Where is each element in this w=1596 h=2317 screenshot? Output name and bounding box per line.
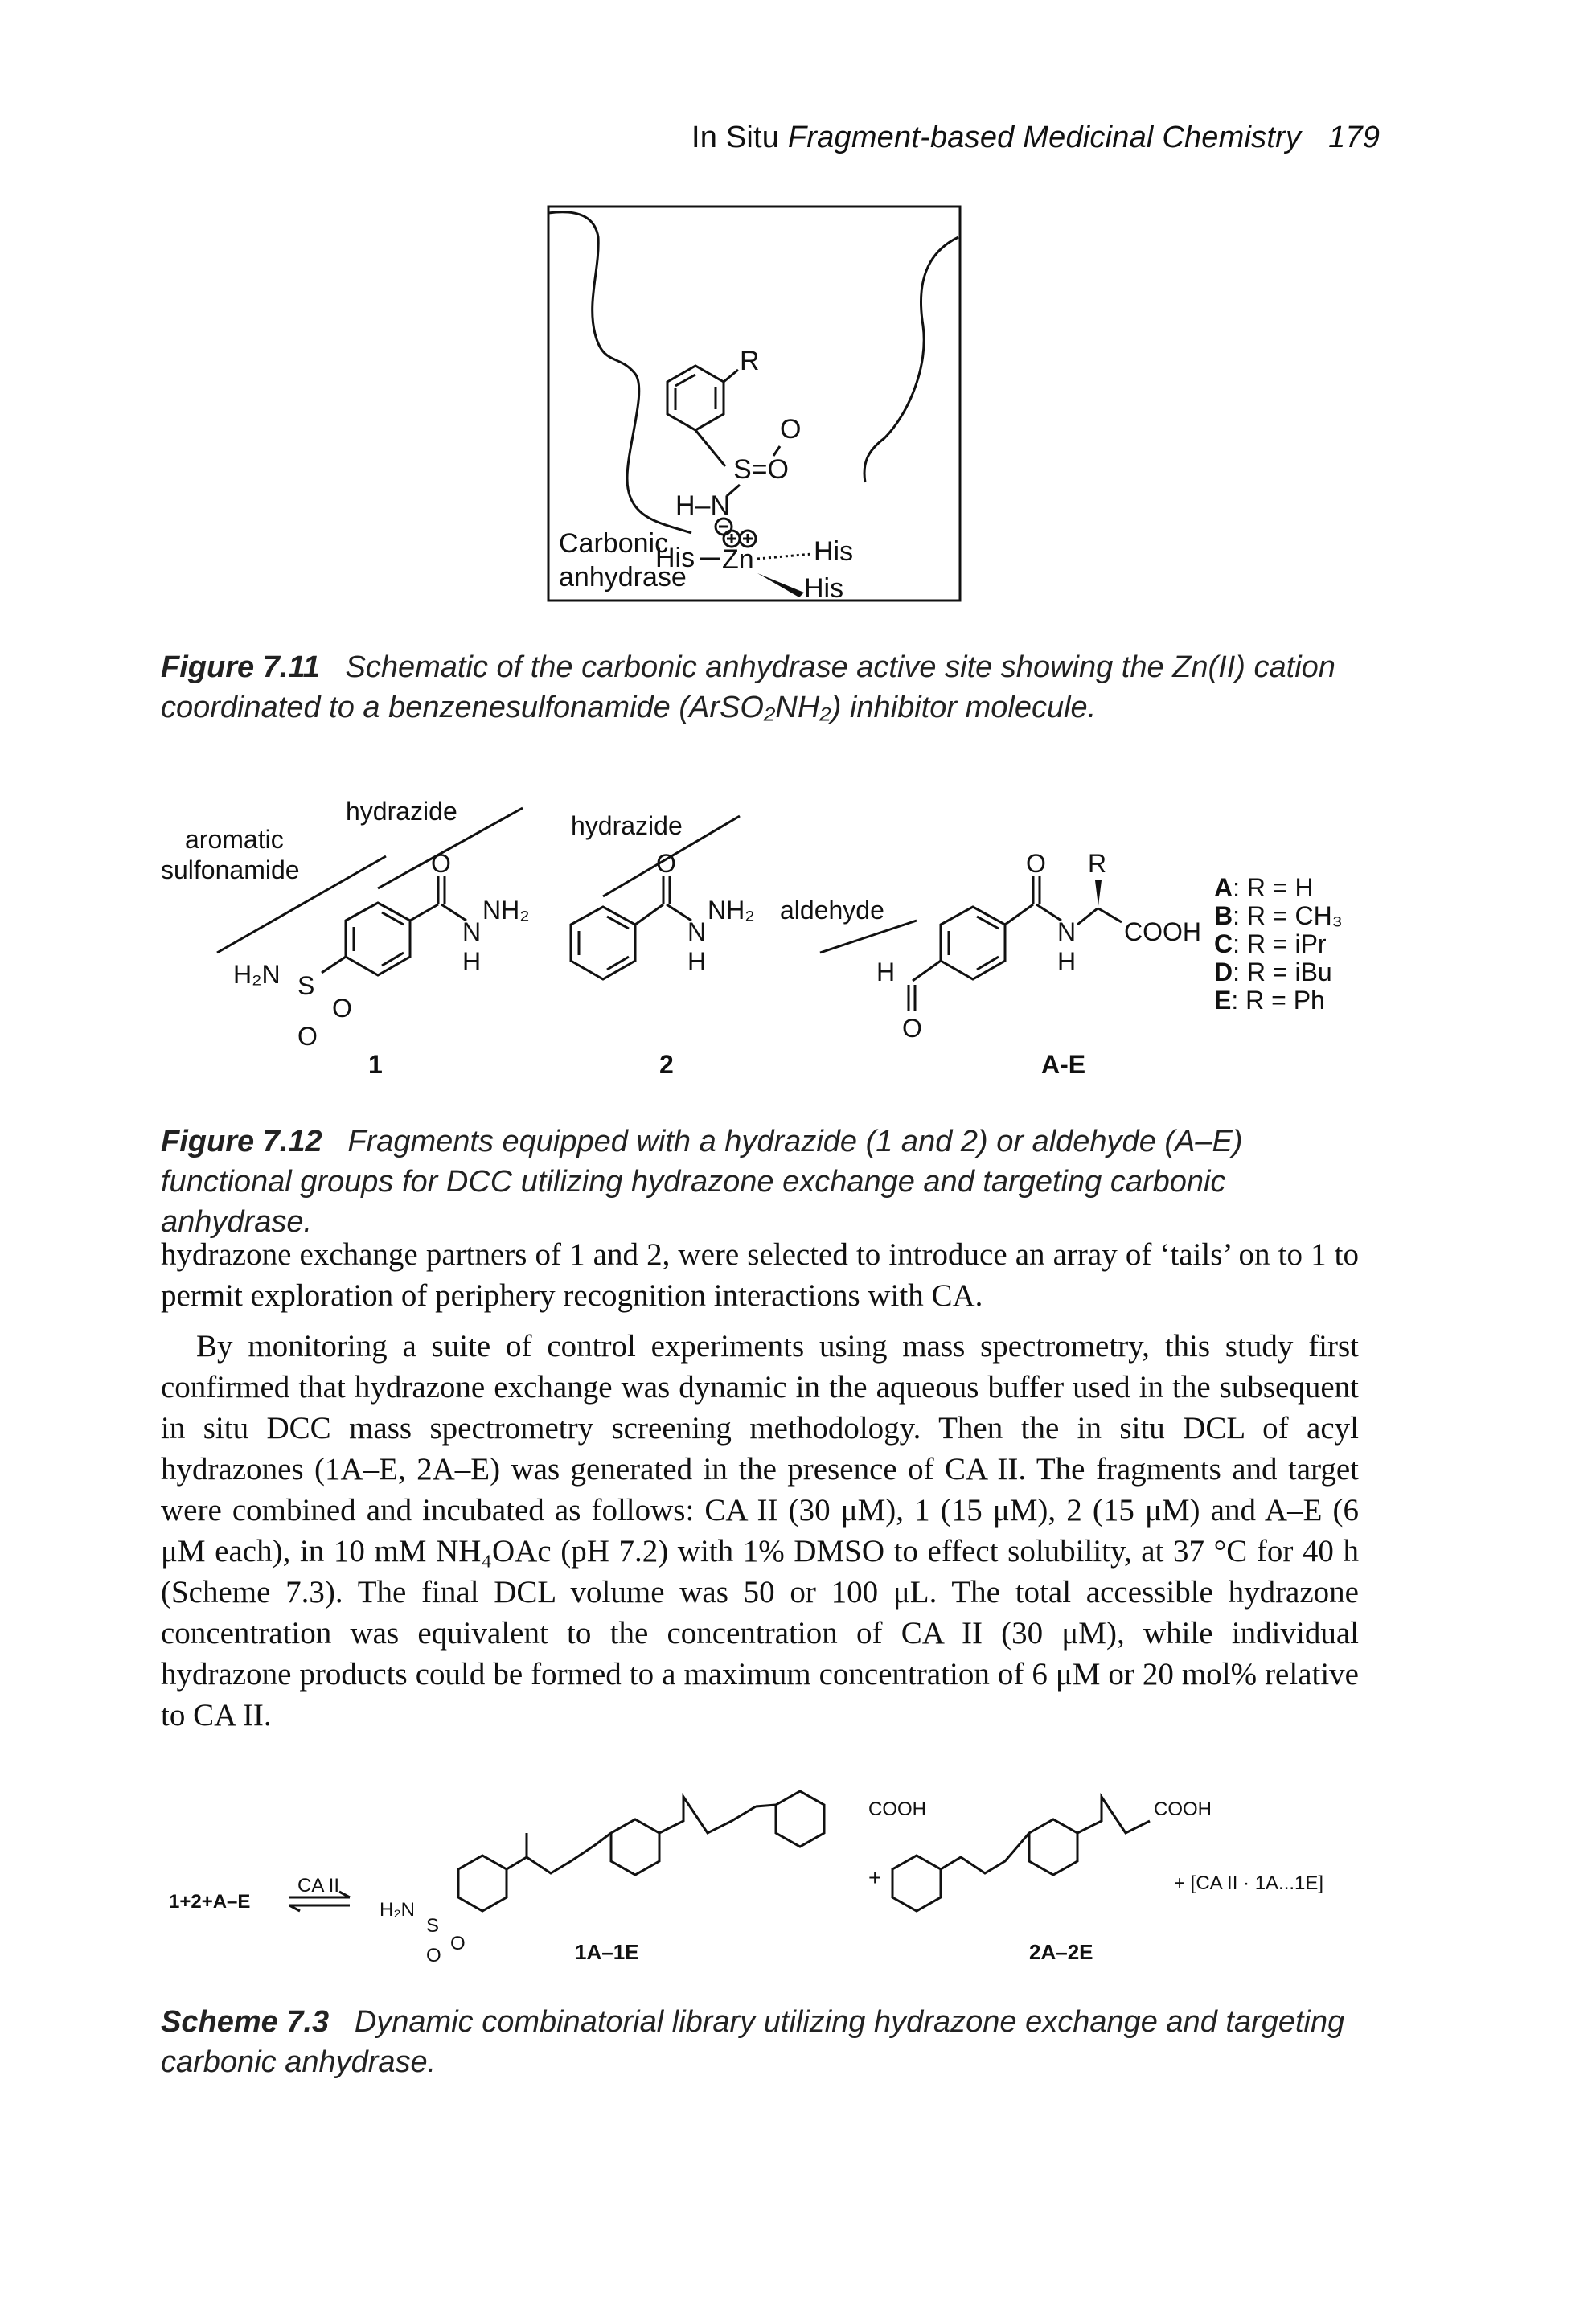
zn-label: Zn xyxy=(722,544,754,575)
svg-text:N: N xyxy=(462,917,481,946)
aldehyde-pointer xyxy=(819,919,917,954)
svg-text:H: H xyxy=(462,947,481,976)
svg-text:H: H xyxy=(876,958,895,986)
svg-text:O: O xyxy=(426,1945,441,1966)
compound-1-label: 1 xyxy=(368,1050,383,1079)
figure-7-12-label: Figure 7.12 xyxy=(161,1125,322,1158)
r-group-d: D: R = iBu xyxy=(1214,958,1332,986)
complex-label: + [CA II · 1A...1E] xyxy=(1174,1872,1323,1894)
cooh-label-1: COOH xyxy=(868,1798,926,1820)
pocket-right-wall xyxy=(863,236,959,483)
svg-text:R: R xyxy=(1088,849,1106,878)
product-2-label: 2A–2E xyxy=(1029,1940,1093,1964)
product-2-ring-2 xyxy=(1028,1818,1079,1876)
hydrazide-label-2: hydrazide xyxy=(571,811,683,840)
svg-text:H: H xyxy=(1057,947,1076,976)
svg-text:O: O xyxy=(332,994,352,1023)
r-group-list: A: R = H B: R = CH₃ C: R = iPr D: R = iB… xyxy=(1214,873,1343,1015)
cooh-label: COOH xyxy=(1124,917,1201,946)
product-2-ring-1 xyxy=(891,1854,942,1913)
sulfonamide-label: sulfonamide xyxy=(161,855,300,884)
compound-1-benzene-ring xyxy=(344,901,412,977)
r-label: R xyxy=(740,346,760,376)
svg-text:N: N xyxy=(1057,917,1076,946)
product-1-ring-3 xyxy=(774,1790,826,1848)
figure-7-12-caption: Figure 7.12 Fragments equipped with a hy… xyxy=(161,1122,1359,1242)
scheme-7-3-caption: Scheme 7.3 Dynamic combinatorial library… xyxy=(161,2002,1359,2082)
product-1-label: 1A–1E xyxy=(575,1940,639,1964)
his-left-label: His xyxy=(655,543,695,573)
product-1-ring-2 xyxy=(609,1818,661,1876)
his-bottom-label: His xyxy=(804,573,843,604)
compound-ae-benzene-ring xyxy=(939,905,1007,981)
hydrazide-pointer-2 xyxy=(602,814,741,898)
compound-2-label: 2 xyxy=(659,1050,674,1079)
s-eq-o-label: S=O xyxy=(733,454,789,485)
svg-text:S: S xyxy=(297,971,314,1000)
svg-text:H₂N: H₂N xyxy=(380,1899,415,1921)
aryl-s-bond xyxy=(694,429,727,467)
figure-7-11-caption-text: Schematic of the carbonic anhydrase acti… xyxy=(161,650,1335,724)
figure-7-12-fragments: hydrazide aromatic sulfonamide hydrazide… xyxy=(161,797,1343,1079)
running-header: In Situ Fragment-based Medicinal Chemist… xyxy=(691,121,1380,155)
figure-7-11-caption: Figure 7.11 Schematic of the carbonic an… xyxy=(161,647,1359,728)
h2n-label: H₂N xyxy=(233,960,281,989)
positive-charge-icon-2 xyxy=(738,529,757,548)
body-text: hydrazone exchange partners of 1 and 2, … xyxy=(161,1234,1359,1736)
svg-text:O: O xyxy=(902,1014,922,1043)
figure-7-11-label: Figure 7.11 xyxy=(161,650,320,684)
header-title: Fragment-based Medicinal Chemistry xyxy=(787,121,1302,154)
aldehyde-label: aldehyde xyxy=(780,896,884,925)
his-right-label: His xyxy=(814,536,853,567)
pocket-left-wall xyxy=(548,211,692,535)
wedge-bond xyxy=(757,573,804,597)
compound-ae-label: A-E xyxy=(1041,1050,1085,1079)
page-number: 179 xyxy=(1328,121,1381,154)
carbonic-label: Carbonic xyxy=(559,528,668,559)
svg-text:H: H xyxy=(687,947,706,976)
paragraph-2: By monitoring a suite of control experim… xyxy=(161,1329,1359,1733)
r-group-a: A: R = H xyxy=(1214,873,1314,902)
svg-text:O: O xyxy=(450,1933,466,1954)
figure-7-11-active-site-schematic: R O S=O H–N Carbonic anhydrase His Zn Hi… xyxy=(547,205,962,604)
svg-text:O: O xyxy=(297,1022,318,1051)
compound-2-benzene-ring xyxy=(569,905,637,981)
paragraph-1: hydrazone exchange partners of 1 and 2, … xyxy=(161,1237,1359,1313)
h-n-label: H–N xyxy=(675,490,730,521)
product-1-ring-1 xyxy=(457,1854,508,1913)
figure-7-12-caption-text: Fragments equipped with a hydrazide (1 a… xyxy=(161,1125,1243,1239)
scheme-7-3-reaction: 1+2+A–E CA II H₂N S O O COOH 1A–1E + COO… xyxy=(169,1790,1323,1966)
figure-frame xyxy=(547,205,962,602)
o-label: O xyxy=(780,414,801,445)
aromatic-label: aromatic xyxy=(185,825,284,854)
anhydrase-label: anhydrase xyxy=(559,562,687,593)
cooh-label-2: COOH xyxy=(1154,1798,1212,1820)
hydrazide-pointer-1 xyxy=(377,806,523,890)
r-bond xyxy=(723,368,739,383)
his-coordination-bond xyxy=(757,552,813,560)
svg-text:O: O xyxy=(431,849,451,878)
nh2-label-2: NH₂ xyxy=(708,896,755,925)
plus-label: + xyxy=(868,1865,881,1890)
svg-text:O: O xyxy=(656,849,676,878)
r-group-c: C: R = iPr xyxy=(1214,929,1327,958)
catalyst-label: CA II xyxy=(297,1875,339,1897)
svg-text:S: S xyxy=(426,1915,439,1937)
svg-text:N: N xyxy=(687,917,706,946)
hydrazide-label-1: hydrazide xyxy=(346,797,457,826)
sulfonamide-pointer xyxy=(216,855,387,954)
nh2-label-1: NH₂ xyxy=(482,896,530,925)
svg-text:O: O xyxy=(1026,849,1046,878)
header-prefix: In Situ xyxy=(691,121,788,154)
reactants-label: 1+2+A–E xyxy=(169,1891,250,1913)
scheme-7-3-label: Scheme 7.3 xyxy=(161,2005,330,2039)
r-group-b: B: R = CH₃ xyxy=(1214,901,1343,930)
scheme-7-3-caption-text: Dynamic combinatorial library utilizing … xyxy=(161,2005,1345,2079)
r-group-e: E: R = Ph xyxy=(1214,986,1325,1015)
benzene-ring xyxy=(666,364,725,432)
